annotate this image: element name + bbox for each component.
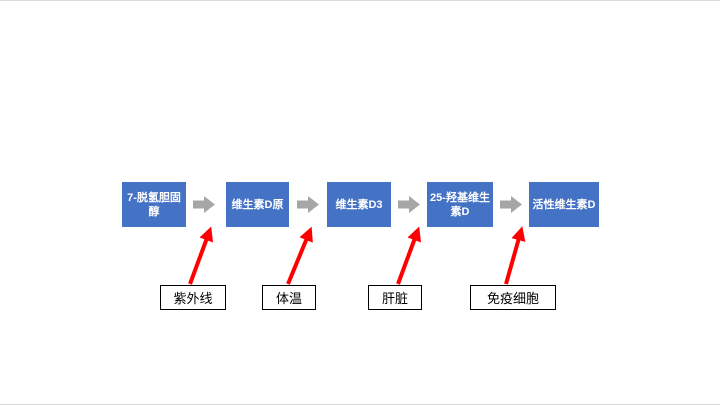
stage-previtamin-d: 维生素D原: [226, 182, 289, 227]
stage-7-dehydrocholesterol: 7-脱氢胆固醇: [122, 182, 186, 227]
factor-ultraviolet-label: 紫外线: [160, 285, 226, 310]
liver-arrow-icon: [396, 226, 422, 285]
stage-active-vitamin-d: 活性维生素D: [529, 182, 599, 227]
flow-right-arrow-icon: [500, 196, 522, 213]
factor-immune-cells-label: 免疫细胞: [470, 285, 556, 310]
flow-right-arrow-icon: [297, 196, 319, 213]
immune-cells-arrow-icon: [504, 226, 526, 285]
ultraviolet-arrow-icon: [188, 226, 214, 285]
flow-right-arrow-icon: [193, 196, 215, 213]
factor-body-temperature-label: 体温: [262, 285, 316, 310]
factor-liver-label: 肝脏: [368, 285, 422, 310]
body-temperature-arrow-icon: [286, 226, 313, 285]
stage-vitamin-d3: 维生素D3: [327, 182, 391, 227]
stage-25-hydroxyvitamin-d: 25-羟基维生素D: [427, 182, 493, 227]
flow-right-arrow-icon: [398, 196, 420, 213]
